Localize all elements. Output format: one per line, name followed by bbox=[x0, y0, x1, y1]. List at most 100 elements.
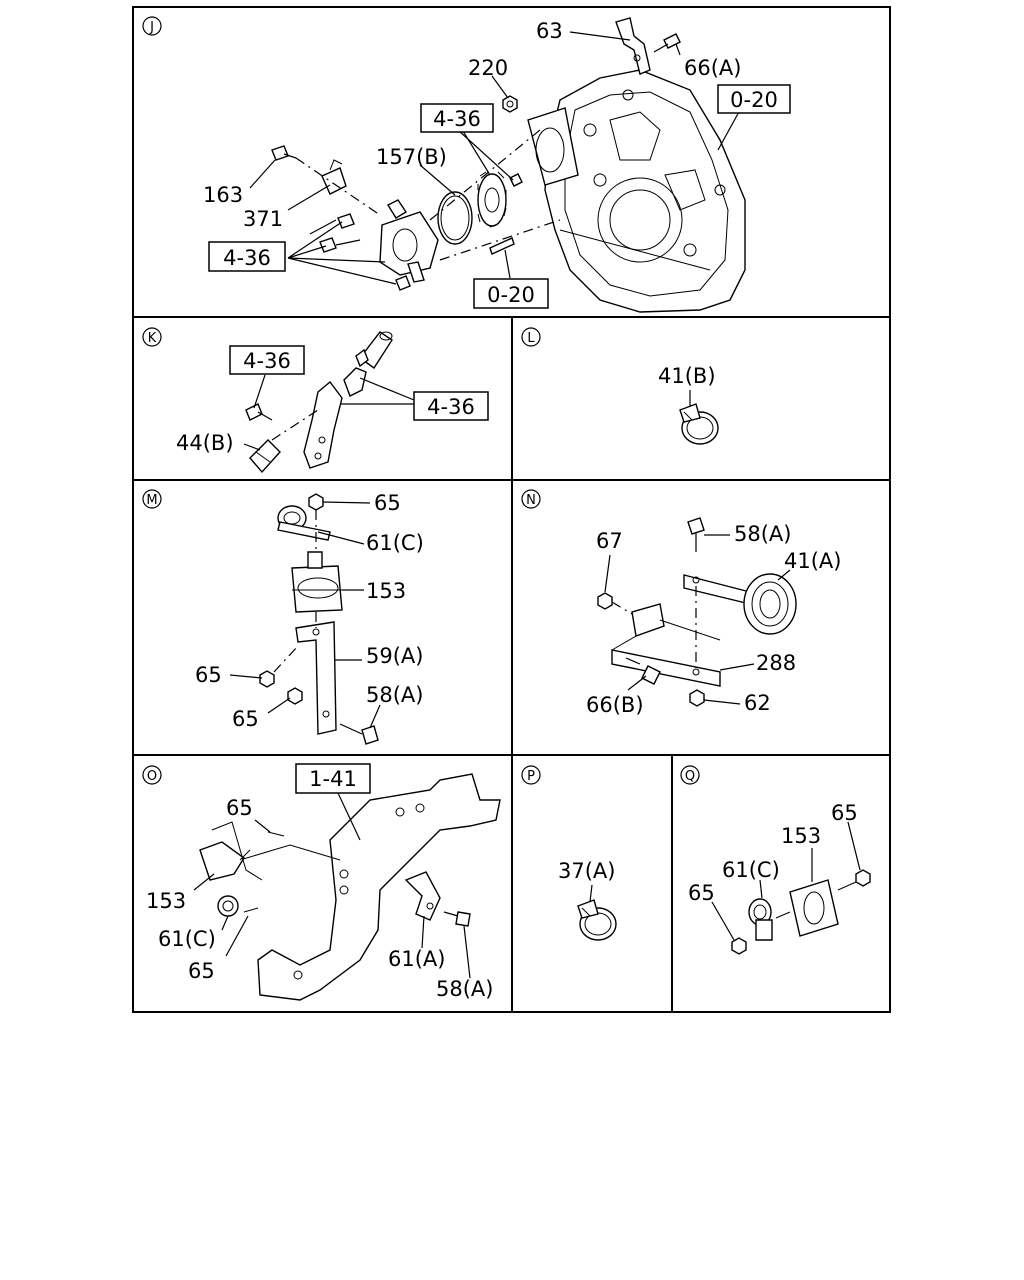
label-371: 371 bbox=[243, 207, 283, 231]
bolt-58a-o bbox=[443, 911, 471, 927]
section-l: L 41(B) bbox=[521, 327, 719, 445]
label-66a: 66(A) bbox=[684, 56, 741, 80]
section-n: N bbox=[521, 489, 841, 717]
leaders-o bbox=[193, 792, 471, 979]
label-41b: 41(B) bbox=[658, 364, 716, 388]
label-65-m-top: 65 bbox=[374, 491, 401, 515]
label-65-m-mid: 65 bbox=[195, 663, 222, 687]
nut-67 bbox=[597, 592, 613, 610]
label-63: 63 bbox=[536, 19, 563, 43]
flywheel-housing bbox=[544, 69, 746, 313]
section-m: M bbox=[142, 489, 424, 745]
svg-text:N: N bbox=[526, 493, 536, 508]
ref-0-20-bottom: 0-20 bbox=[487, 283, 535, 307]
nut-65-q-left bbox=[731, 937, 747, 955]
frame-bracket bbox=[239, 773, 501, 1001]
svg-text:K: K bbox=[148, 331, 157, 346]
leaders-j bbox=[249, 31, 741, 285]
sensor-bracket bbox=[303, 380, 343, 469]
label-44b: 44(B) bbox=[176, 431, 234, 455]
label-153-q: 153 bbox=[781, 824, 821, 848]
section-marker-p: P bbox=[521, 765, 541, 785]
leaders-k bbox=[243, 374, 415, 451]
label-153-o: 153 bbox=[146, 889, 186, 913]
bolt-163 bbox=[271, 145, 297, 161]
nut-65-q-top bbox=[855, 869, 871, 887]
label-157b: 157(B) bbox=[376, 145, 447, 169]
section-marker-o: O bbox=[142, 765, 162, 785]
rubber-mount-153-q bbox=[775, 879, 857, 937]
bracket-63 bbox=[615, 17, 651, 75]
svg-text:L: L bbox=[527, 331, 535, 346]
section-marker-q: Q bbox=[680, 765, 700, 785]
bolts-group bbox=[309, 213, 411, 291]
leaders-n bbox=[604, 534, 791, 705]
svg-text:J: J bbox=[149, 20, 154, 35]
nut-220 bbox=[502, 95, 518, 113]
ref-0-20-top: 0-20 bbox=[730, 88, 778, 112]
label-66b: 66(B) bbox=[586, 693, 644, 717]
sensor-body bbox=[343, 331, 393, 397]
label-65-o-bot: 65 bbox=[188, 959, 215, 983]
ref-box-4-36-left bbox=[208, 241, 286, 272]
ref-box-1-41 bbox=[295, 763, 371, 794]
leaders-m bbox=[229, 501, 381, 729]
label-61c-o: 61(C) bbox=[158, 927, 216, 951]
label-67: 67 bbox=[596, 529, 623, 553]
label-41a: 41(A) bbox=[784, 549, 841, 573]
ref-box-4-36-mid bbox=[420, 103, 494, 133]
hose-clamp-37a bbox=[577, 899, 617, 941]
bolt-66a bbox=[653, 33, 681, 53]
label-153-m: 153 bbox=[366, 579, 406, 603]
nut-62 bbox=[689, 689, 705, 707]
cover-plate bbox=[527, 107, 579, 186]
hose-clamp-41b bbox=[679, 403, 719, 445]
o-ring-157b bbox=[437, 191, 473, 245]
label-62: 62 bbox=[744, 691, 771, 715]
ref-box-0-20-top bbox=[717, 84, 791, 114]
label-61c-m: 61(C) bbox=[366, 531, 424, 555]
label-220: 220 bbox=[468, 56, 508, 80]
nut-65-mid bbox=[259, 670, 275, 688]
nut-65-low bbox=[287, 687, 303, 705]
ref-4-36-mid: 4-36 bbox=[433, 107, 481, 131]
svg-text:O: O bbox=[147, 769, 157, 784]
section-marker-n: N bbox=[521, 489, 541, 509]
bracket-59a bbox=[295, 621, 337, 735]
section-marker-j: J bbox=[142, 16, 162, 36]
section-k: K 4-36 4-36 bbox=[142, 327, 489, 474]
section-marker-l: L bbox=[521, 327, 541, 347]
label-61c-q: 61(C) bbox=[722, 858, 780, 882]
label-65-q-left: 65 bbox=[688, 881, 715, 905]
section-marker-m: M bbox=[142, 489, 162, 509]
connector-44b bbox=[249, 439, 281, 474]
bolt-k bbox=[245, 403, 273, 421]
leaders-q bbox=[711, 821, 861, 941]
section-o: O bbox=[142, 763, 501, 1001]
bracket-288 bbox=[611, 603, 721, 687]
ref-4-36-k-a: 4-36 bbox=[243, 349, 291, 373]
label-288: 288 bbox=[756, 651, 796, 675]
label-61a: 61(A) bbox=[388, 947, 445, 971]
label-65-m-low: 65 bbox=[232, 707, 259, 731]
label-65-o-top: 65 bbox=[226, 796, 253, 820]
clip-61c-q bbox=[748, 898, 773, 941]
stud bbox=[489, 237, 515, 255]
panel-grid bbox=[132, 6, 891, 1013]
label-58a-m: 58(A) bbox=[366, 683, 423, 707]
nut-65-top bbox=[308, 493, 324, 511]
clip-61a bbox=[404, 871, 441, 921]
label-163: 163 bbox=[203, 183, 243, 207]
nut bbox=[509, 173, 523, 187]
label-58a-n: 58(A) bbox=[734, 522, 791, 546]
bolt-58a-n bbox=[687, 517, 705, 552]
label-58a-o: 58(A) bbox=[436, 977, 493, 1001]
svg-text:P: P bbox=[527, 769, 535, 784]
ref-4-36-k-b: 4-36 bbox=[427, 395, 475, 419]
ref-box-4-36-k-a bbox=[229, 345, 305, 375]
section-p: P 37(A) bbox=[521, 765, 617, 941]
clip-61c bbox=[277, 505, 331, 541]
ref-4-36-left: 4-36 bbox=[223, 246, 271, 270]
strap-41a bbox=[683, 573, 797, 635]
